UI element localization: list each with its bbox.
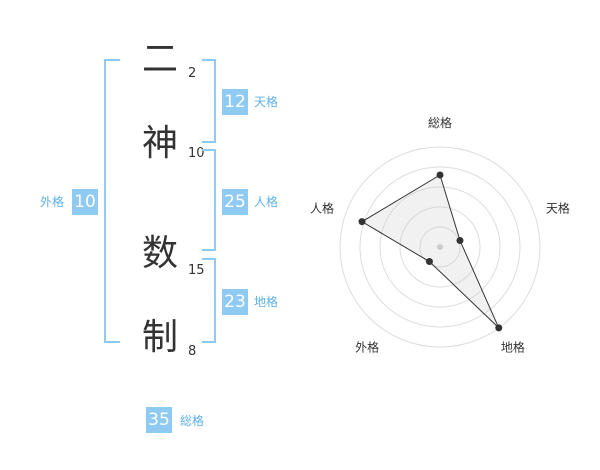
stroke-count-2: 10 (188, 146, 205, 161)
radar-axis-label-2: 天格 (546, 201, 570, 216)
jinkaku-label: 人格 (254, 195, 279, 209)
name-char-1: 二 (141, 39, 178, 80)
radar-point-1 (436, 171, 444, 179)
chikaku-value-badge: 23 (222, 289, 248, 315)
radar-center-dot (437, 244, 443, 250)
stroke-count-3: 15 (188, 263, 205, 278)
radar-axis-label-4: 外格 (355, 339, 379, 354)
radar-grid-ring (379, 186, 501, 308)
radar-point-3 (495, 324, 503, 332)
radar-grid-ring (419, 226, 461, 268)
gaikaku-label: 外格 (40, 195, 65, 209)
gaikaku-value-badge: 10 (72, 189, 98, 215)
name-char-4: 制 (141, 317, 178, 358)
stroke-count-1: 2 (188, 66, 197, 81)
tenkaku-label: 天格 (254, 95, 279, 109)
gaikaku-bracket (104, 59, 120, 343)
tenkaku-bracket (202, 59, 216, 143)
radar-axis-label-1: 総格 (428, 115, 452, 130)
radar-point-4 (425, 258, 433, 266)
chikaku-bracket (202, 258, 216, 343)
stroke-count-4: 8 (188, 344, 197, 359)
radar-point-2 (456, 237, 464, 245)
soukaku-value-badge: 35 (146, 407, 172, 433)
chikaku-label: 地格 (254, 295, 279, 309)
jinkaku-bracket (202, 149, 216, 251)
radar-grid-ring (359, 166, 521, 328)
radar-axis-label-5: 人格 (310, 201, 334, 216)
radar-grid-ring (339, 146, 541, 348)
radar-grid-ring (399, 206, 481, 288)
jinkaku-value-badge: 25 (222, 189, 248, 215)
tenkaku-value-badge: 12 (222, 89, 248, 115)
soukaku-label: 総格 (180, 414, 205, 428)
name-char-3: 数 (141, 233, 178, 274)
radar-axis-label-3: 地格 (501, 339, 525, 354)
radar-series-polygon (361, 174, 500, 329)
radar-point-5 (358, 218, 366, 226)
name-char-2: 神 (141, 123, 178, 164)
